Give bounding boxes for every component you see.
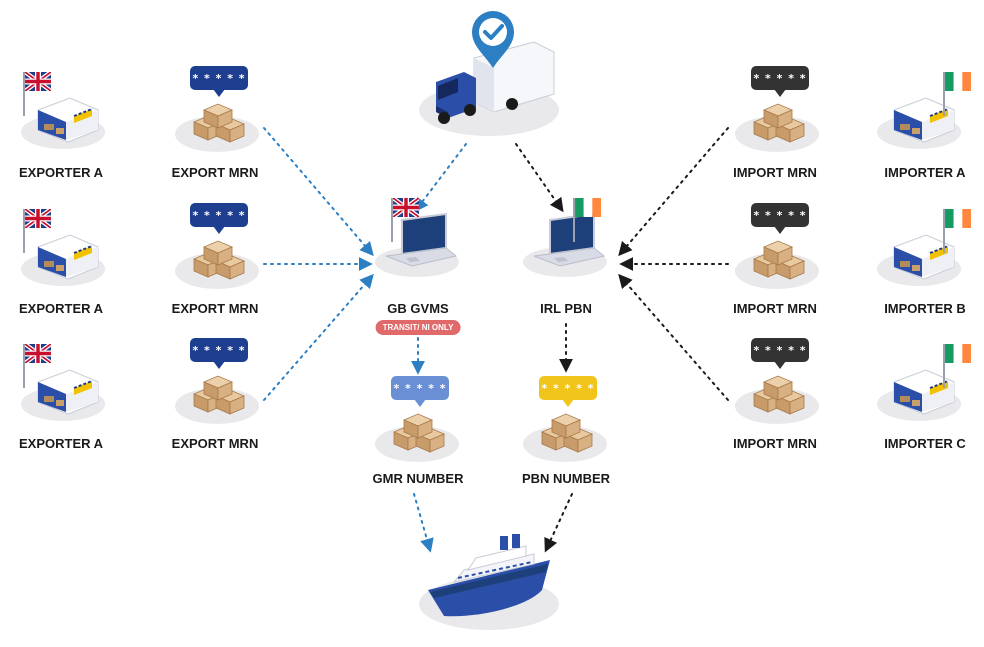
export-mrn-label-1: EXPORT MRN <box>171 165 259 180</box>
irl-pbn-label: IRL PBN <box>540 301 592 316</box>
boxes-icon <box>174 240 260 289</box>
import-mrn-label-1: IMPORT MRN <box>733 165 817 180</box>
laptop-icon <box>522 213 608 278</box>
warehouse-icon <box>876 369 962 422</box>
uk-flag-icon-cloth <box>25 344 51 363</box>
uk-flag-icon <box>23 209 51 253</box>
ireland-flag-icon <box>943 344 971 388</box>
flow-nodes: * * * * * * * * * * * * * * * * * * * * * * … <box>20 10 971 631</box>
exporter-label-1: EXPORTER A <box>18 165 104 180</box>
export-arrow-1 <box>263 127 374 257</box>
import-mrn-bubble-1: * * * * * <box>751 66 809 97</box>
import-mrn-bubble-3-code: * * * * * <box>753 344 806 357</box>
import-mrn-label-2: IMPORT MRN <box>733 301 817 316</box>
import-mrn-bubble-2-code: * * * * * <box>753 209 806 222</box>
exporter-label-3: EXPORTER A <box>18 436 104 451</box>
uk-flag-icon-cloth <box>25 209 51 228</box>
gmr-to-ship-arrow <box>413 493 434 553</box>
export-mrn-bubble-3: * * * * * <box>190 338 248 369</box>
boxes-icon <box>734 375 820 424</box>
truck-to-gvms-arrow <box>414 143 467 213</box>
export-mrn-bubble-2-code: * * * * * <box>192 209 245 222</box>
gmr-number-bubble: * * * * * <box>391 376 449 407</box>
ireland-flag-icon-cloth <box>945 72 971 91</box>
ireland-flag-icon <box>573 198 601 242</box>
pbn-number-label: PBN NUMBER <box>521 471 611 486</box>
boxes-icon <box>174 375 260 424</box>
laptop-icon <box>374 213 460 278</box>
warehouse-icon <box>20 234 106 287</box>
ireland-flag-icon-cloth <box>945 344 971 363</box>
export-mrn-bubble-2: * * * * * <box>190 203 248 234</box>
uk-flag-icon-cloth <box>393 198 419 217</box>
uk-flag-icon <box>23 344 51 388</box>
import-mrn-bubble-2: * * * * * <box>751 203 809 234</box>
gmr-number-bubble-code: * * * * * <box>393 382 446 395</box>
importer-label-b: IMPORTER B <box>884 301 966 316</box>
ireland-flag-icon-cloth <box>945 209 971 228</box>
pbn-to-ship-arrow <box>544 493 573 553</box>
warehouse-icon <box>20 369 106 422</box>
boxes-icon <box>734 103 820 152</box>
uk-flag-icon-cloth <box>25 72 51 91</box>
import-mrn-bubble-3: * * * * * <box>751 338 809 369</box>
ireland-flag-icon <box>943 209 971 253</box>
gb-gvms-label: GB GVMS <box>387 301 449 316</box>
export-mrn-label-2: EXPORT MRN <box>171 301 259 316</box>
truck-to-pbn-arrow <box>515 143 564 213</box>
pbn-number-bubble: * * * * * <box>539 376 597 407</box>
warehouse-icon <box>876 97 962 150</box>
boxes-icon <box>374 413 460 462</box>
export-mrn-label-3: EXPORT MRN <box>171 436 259 451</box>
export-mrn-bubble-1: * * * * * <box>190 66 248 97</box>
boxes-icon <box>174 103 260 152</box>
export-mrn-bubble-3-code: * * * * * <box>192 344 245 357</box>
warehouse-icon <box>20 97 106 150</box>
boxes-icon <box>734 240 820 289</box>
import-mrn-label-3: IMPORT MRN <box>733 436 817 451</box>
import-mrn-bubble-1-code: * * * * * <box>753 72 806 85</box>
uk-flag-icon <box>391 198 419 242</box>
import-arrow-1 <box>618 127 729 257</box>
export-arrow-3 <box>263 273 374 401</box>
importer-label-a: IMPORTER A <box>884 165 966 180</box>
ship-icon <box>418 533 560 631</box>
ireland-flag-icon-cloth <box>575 198 601 217</box>
import-arrow-3 <box>618 273 729 401</box>
exporter-label-2: EXPORTER A <box>18 301 104 316</box>
boxes-icon <box>522 413 608 462</box>
flow-arrows <box>263 127 729 553</box>
warehouse-icon <box>876 234 962 287</box>
export-mrn-bubble-1-code: * * * * * <box>192 72 245 85</box>
ireland-flag-icon <box>943 72 971 116</box>
importer-label-c: IMPORTER C <box>884 436 966 451</box>
pbn-number-bubble-code: * * * * * <box>541 382 594 395</box>
transit-ni-badge: TRANSIT/ NI ONLY <box>375 320 461 335</box>
gmr-number-label: GMR NUMBER <box>372 471 464 486</box>
uk-flag-icon <box>23 72 51 116</box>
